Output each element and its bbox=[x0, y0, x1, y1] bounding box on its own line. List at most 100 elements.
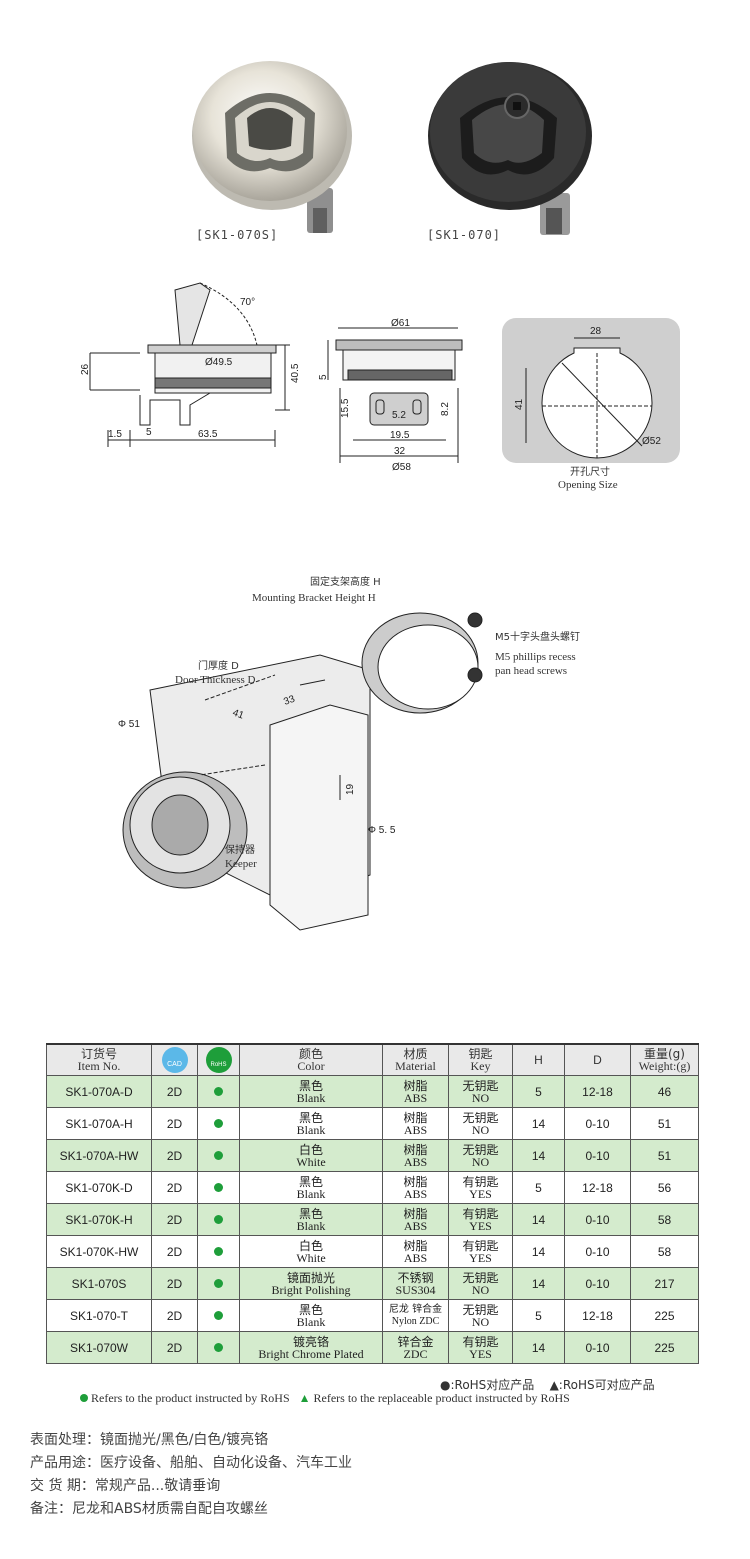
cell-h: 5 bbox=[512, 1171, 565, 1204]
dim-phi55: Φ 5. 5 bbox=[368, 825, 396, 836]
dim-1-5: 1.5 bbox=[108, 429, 122, 440]
cell-d: 0-10 bbox=[564, 1203, 631, 1236]
rohs-dot-icon bbox=[214, 1310, 223, 1320]
cell-d: 0-10 bbox=[564, 1139, 631, 1172]
cell-d: 0-10 bbox=[564, 1267, 631, 1300]
dim-5-front: 5 bbox=[318, 374, 329, 380]
cell-item: SK1-070-T bbox=[46, 1299, 152, 1332]
cell-d: 0-10 bbox=[564, 1235, 631, 1268]
dim-32: 32 bbox=[394, 446, 406, 457]
door-label-en: Door Thickness D bbox=[175, 674, 256, 686]
cell-rohs bbox=[197, 1267, 240, 1300]
dim-41-asm: 41 bbox=[231, 707, 246, 721]
screw-label-zh: M5十字头盘头螺钉 bbox=[495, 630, 580, 643]
cell-d: 0-10 bbox=[564, 1107, 631, 1140]
opening-caption-en: Opening Size bbox=[558, 479, 618, 491]
cell-item: SK1-070K-HW bbox=[46, 1235, 152, 1268]
rohs-dot-icon bbox=[214, 1118, 223, 1128]
legend-rohs-en: Refers to the product instructed by RoHS bbox=[91, 1391, 290, 1405]
cell-cad: 2D bbox=[151, 1139, 198, 1172]
dim-phi51: Φ 51 bbox=[118, 719, 140, 730]
dim-angle: 70° bbox=[240, 297, 255, 308]
product-label-stainless: [SK1-070S] bbox=[196, 228, 279, 242]
dim-d61: Ø61 bbox=[391, 318, 410, 329]
cell-item: SK1-070W bbox=[46, 1331, 152, 1364]
cell-weight: 51 bbox=[630, 1139, 699, 1172]
dim-d58: Ø58 bbox=[392, 462, 411, 473]
cell-cad: 2D bbox=[151, 1331, 198, 1364]
cell-h: 5 bbox=[512, 1299, 565, 1332]
cell-item: SK1-070K-H bbox=[46, 1203, 152, 1236]
cell-rohs bbox=[197, 1331, 240, 1364]
cell-h: 14 bbox=[512, 1267, 565, 1300]
header-cad: CAD bbox=[151, 1043, 198, 1076]
cell-weight: 217 bbox=[630, 1267, 699, 1300]
rohs-dot-icon bbox=[80, 1394, 88, 1402]
cell-cad: 2D bbox=[151, 1203, 198, 1236]
cell-rohs bbox=[197, 1139, 240, 1172]
note-usage: 产品用途：医疗设备、船舶、自动化设备、汽车工业 bbox=[30, 1455, 352, 1471]
rohs-dot-icon bbox=[214, 1246, 223, 1256]
bracket-label-en: Mounting Bracket Height H bbox=[252, 592, 376, 604]
cell-h: 14 bbox=[512, 1235, 565, 1268]
keeper-label-zh: 保持器 bbox=[225, 843, 255, 856]
dim-26: 26 bbox=[80, 363, 91, 375]
cell-h: 14 bbox=[512, 1203, 565, 1236]
rohs-dot-icon bbox=[214, 1342, 223, 1352]
dim-41: 41 bbox=[514, 398, 525, 410]
cell-rohs bbox=[197, 1235, 240, 1268]
cell-d: 0-10 bbox=[564, 1331, 631, 1364]
cell-h: 14 bbox=[512, 1139, 565, 1172]
dim-28: 28 bbox=[590, 326, 602, 337]
cell-weight: 58 bbox=[630, 1235, 699, 1268]
dim-d52: Ø52 bbox=[642, 436, 661, 447]
product-photo-stainless bbox=[185, 58, 360, 243]
cell-d: 12-18 bbox=[564, 1299, 631, 1332]
cell-weight: 225 bbox=[630, 1331, 699, 1364]
cell-cad: 2D bbox=[151, 1267, 198, 1300]
cad-icon: CAD bbox=[161, 1047, 188, 1073]
keeper-label-en: Keeper bbox=[225, 858, 257, 870]
cell-h: 5 bbox=[512, 1075, 565, 1108]
cell-d: 12-18 bbox=[564, 1075, 631, 1108]
legend-en: Refers to the product instructed by RoHS… bbox=[80, 1391, 570, 1406]
cell-rohs bbox=[197, 1107, 240, 1140]
cell-rohs bbox=[197, 1203, 240, 1236]
cell-d: 12-18 bbox=[564, 1171, 631, 1204]
dim-19-5: 19.5 bbox=[390, 430, 410, 441]
dim-63-5: 63.5 bbox=[198, 429, 218, 440]
legend-replace-en: Refers to the replaceable product instru… bbox=[313, 1391, 570, 1405]
cell-item: SK1-070K-D bbox=[46, 1171, 152, 1204]
legend-zh: ●:RoHS对应产品 ▲:RoHS可对应产品 bbox=[440, 1376, 655, 1393]
dim-15-5: 15.5 bbox=[340, 398, 351, 418]
bracket-label-zh: 固定支架高度 H bbox=[310, 575, 381, 588]
dim-33-asm: 33 bbox=[282, 694, 297, 708]
